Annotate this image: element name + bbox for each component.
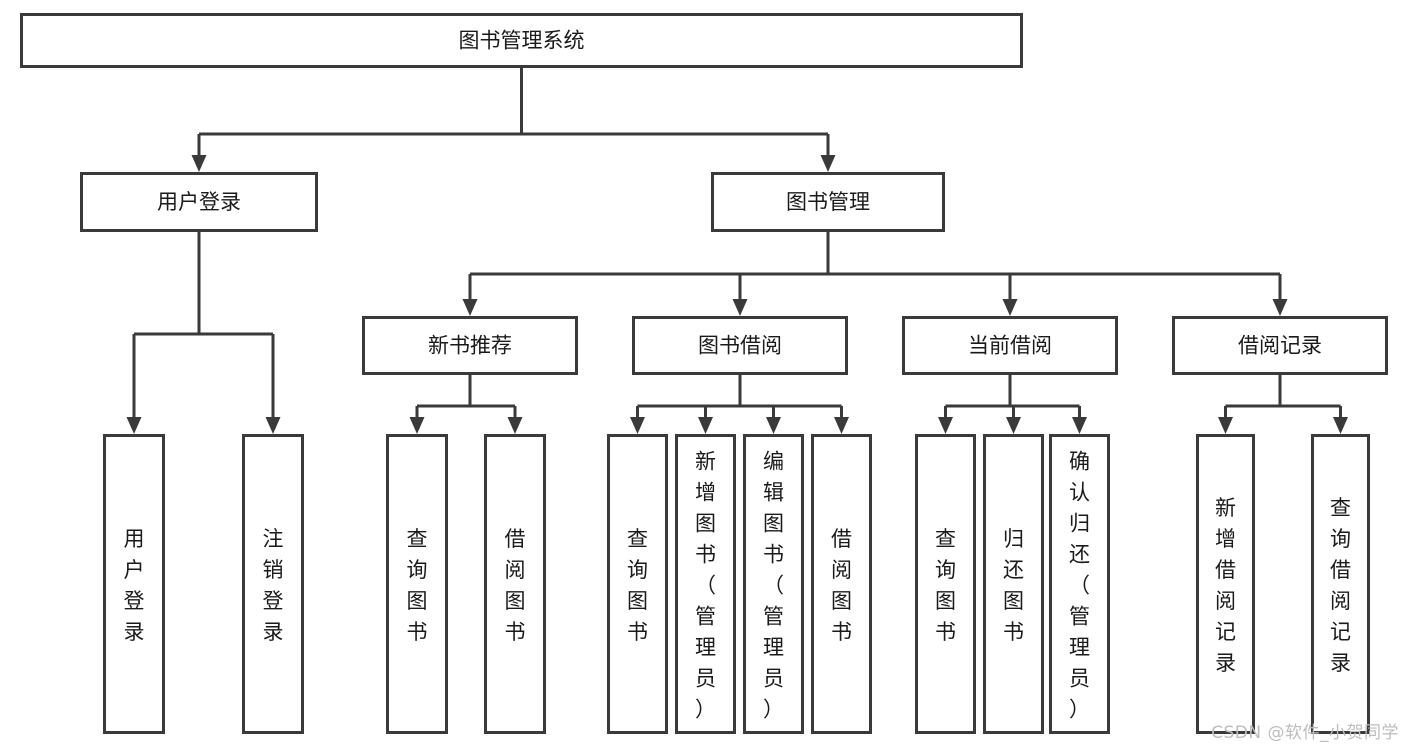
arrow-head-icon <box>1218 417 1233 434</box>
node-box[interactable] <box>743 434 804 734</box>
edge-group <box>462 232 1288 316</box>
arrow-head-icon <box>1333 417 1348 434</box>
node-box[interactable] <box>103 434 165 734</box>
node-label: 查询图书 <box>935 527 956 644</box>
edge-group <box>126 232 281 434</box>
node-label: 图书管理 <box>786 190 870 214</box>
arrow-head-icon <box>1072 417 1087 434</box>
node-box[interactable] <box>386 434 448 734</box>
arrow-head-icon <box>820 155 836 172</box>
arrow-head-icon <box>462 299 478 316</box>
node-box[interactable] <box>1311 434 1370 734</box>
node-box[interactable] <box>983 434 1044 734</box>
node-box[interactable] <box>675 434 736 734</box>
node-records[interactable]: 借阅记录 <box>1172 316 1388 375</box>
node-box[interactable] <box>811 434 872 734</box>
node-leaf-bor-4[interactable]: 借阅图书 <box>811 434 872 734</box>
node-box[interactable] <box>242 434 304 734</box>
arrow-head-icon <box>1006 417 1021 434</box>
edge-group <box>630 375 849 434</box>
node-layer: 图书管理系统用户登录图书管理新书推荐图书借阅当前借阅借阅记录用户登录注销登录查询… <box>20 13 1388 734</box>
node-leaf-bor-3[interactable]: 编辑图书（管理员） <box>743 434 804 734</box>
node-leaf-rec-2[interactable]: 查询借阅记录 <box>1311 434 1370 734</box>
node-login[interactable]: 用户登录 <box>80 172 318 232</box>
node-newbook[interactable]: 新书推荐 <box>362 316 578 375</box>
edge-group <box>938 375 1087 434</box>
node-box[interactable] <box>1196 434 1255 734</box>
node-box[interactable] <box>1049 434 1110 734</box>
node-label: 借阅记录 <box>1238 334 1322 358</box>
node-leaf-login-2[interactable]: 注销登录 <box>242 434 304 734</box>
edge-group <box>409 375 523 434</box>
node-leaf-new-2[interactable]: 借阅图书 <box>484 434 546 734</box>
arrow-head-icon <box>191 155 207 172</box>
node-label: 归还图书 <box>1003 527 1024 644</box>
node-label: 确认归还（管理员） <box>1069 450 1090 722</box>
node-label: 查询借阅记录 <box>1330 496 1351 675</box>
node-label: 查询图书 <box>407 527 428 644</box>
arrow-head-icon <box>834 417 849 434</box>
node-label: 新书推荐 <box>428 334 512 358</box>
arrow-head-icon <box>698 417 713 434</box>
node-leaf-cur-2[interactable]: 归还图书 <box>983 434 1044 734</box>
node-box[interactable] <box>484 434 546 734</box>
node-leaf-bor-1[interactable]: 查询图书 <box>607 434 668 734</box>
edge-group <box>191 68 836 172</box>
node-box[interactable] <box>20 13 1023 68</box>
node-borrow[interactable]: 图书借阅 <box>632 316 848 375</box>
connector-layer <box>126 68 1348 434</box>
node-root[interactable]: 图书管理系统 <box>20 13 1023 68</box>
node-leaf-login-1[interactable]: 用户登录 <box>103 434 165 734</box>
arrow-head-icon <box>126 417 142 434</box>
node-leaf-bor-2[interactable]: 新增图书（管理员） <box>675 434 736 734</box>
node-label: 新增借阅记录 <box>1215 496 1236 675</box>
node-label: 查询图书 <box>627 527 648 644</box>
node-box[interactable] <box>1172 316 1388 375</box>
arrow-head-icon <box>1002 299 1018 316</box>
node-box[interactable] <box>915 434 976 734</box>
node-label: 图书管理系统 <box>459 29 585 53</box>
node-label: 用户登录 <box>124 527 145 644</box>
node-label: 新增图书（管理员） <box>695 450 716 722</box>
arrow-head-icon <box>1272 299 1288 316</box>
node-leaf-cur-1[interactable]: 查询图书 <box>915 434 976 734</box>
node-box[interactable] <box>80 172 318 232</box>
node-label: 借阅图书 <box>505 527 526 644</box>
node-label: 注销登录 <box>263 527 284 644</box>
node-box[interactable] <box>362 316 578 375</box>
node-leaf-cur-3[interactable]: 确认归还（管理员） <box>1049 434 1110 734</box>
node-label: 用户登录 <box>157 190 241 214</box>
arrow-head-icon <box>732 299 748 316</box>
node-leaf-rec-1[interactable]: 新增借阅记录 <box>1196 434 1255 734</box>
node-box[interactable] <box>632 316 848 375</box>
node-box[interactable] <box>607 434 668 734</box>
node-bookmgmt[interactable]: 图书管理 <box>711 172 945 232</box>
arrow-head-icon <box>507 417 523 434</box>
arrow-head-icon <box>630 417 645 434</box>
arrow-head-icon <box>766 417 781 434</box>
node-label: 图书借阅 <box>698 334 782 358</box>
node-box[interactable] <box>711 172 945 232</box>
node-label: 编辑图书（管理员） <box>763 450 784 722</box>
node-label: 当前借阅 <box>968 334 1052 358</box>
node-box[interactable] <box>902 316 1118 375</box>
arrow-head-icon <box>938 417 953 434</box>
arrow-head-icon <box>265 417 281 434</box>
arrow-head-icon <box>409 417 425 434</box>
node-current[interactable]: 当前借阅 <box>902 316 1118 375</box>
edge-group <box>1218 375 1348 434</box>
node-label: 借阅图书 <box>831 527 852 644</box>
node-leaf-new-1[interactable]: 查询图书 <box>386 434 448 734</box>
